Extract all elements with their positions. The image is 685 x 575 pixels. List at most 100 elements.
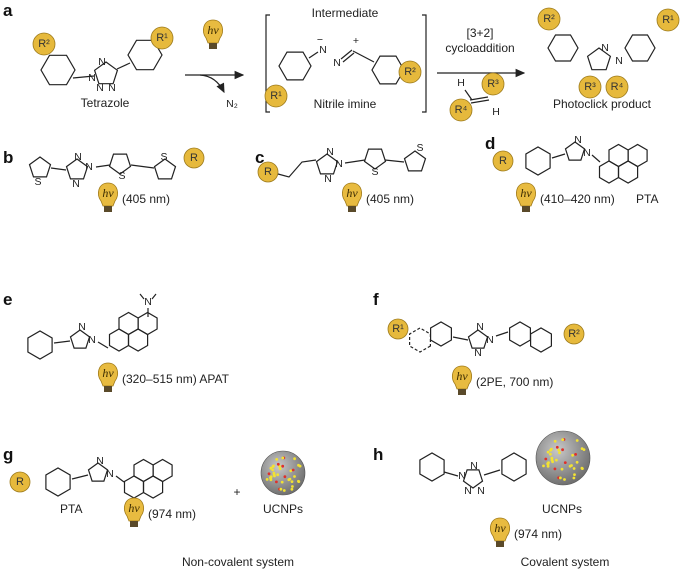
atom-n: N	[72, 178, 80, 190]
atom-h: H	[492, 106, 500, 118]
panel-g-structure: R N N PTA hν (974 nm) + UCNPs Non-covale…	[9, 450, 306, 569]
bond	[71, 474, 89, 480]
thiophene-ring	[28, 156, 52, 178]
dopant-dot	[561, 438, 565, 441]
atom-n: N	[144, 296, 152, 308]
aromatic-ring	[627, 143, 648, 168]
bulb-base	[348, 206, 356, 212]
atom-n: N	[108, 82, 116, 94]
light-bulb-icon: hν	[97, 362, 119, 392]
dopant-dot	[281, 456, 285, 460]
bulb-base	[458, 389, 466, 395]
r2-group: R²	[563, 323, 585, 345]
light-bulb-icon: hν	[515, 182, 537, 212]
r-label: R²	[568, 328, 580, 340]
dopant-dot	[571, 453, 574, 457]
nitrile-imine-label: Nitrile imine	[314, 97, 377, 111]
atom-n: N	[98, 56, 106, 68]
r-label: R	[16, 476, 24, 488]
bond	[352, 50, 375, 63]
tetrazole-label: Tetrazole	[81, 96, 130, 110]
bond	[344, 159, 366, 164]
bond	[340, 49, 353, 60]
bond	[443, 471, 459, 477]
naphthalene-ring	[409, 327, 431, 353]
r-label: R³	[584, 81, 596, 93]
product-label: Photoclick product	[553, 97, 652, 111]
atom-n: N	[96, 82, 104, 94]
charge-minus: −	[317, 34, 323, 46]
bulb-base	[104, 206, 112, 212]
n2-label: N₂	[226, 98, 238, 110]
atom-n: N	[88, 334, 96, 346]
dopant-dot	[297, 463, 300, 467]
vinyl-linker	[277, 159, 317, 178]
atom-n: N	[458, 470, 466, 482]
dopant-dot	[275, 458, 279, 461]
methyl-groups	[139, 293, 157, 300]
r1-group: R¹	[387, 318, 409, 340]
atom-n: N	[476, 321, 484, 333]
wavelength-label: (410–420 nm)	[540, 192, 615, 206]
aromatic-ring	[152, 458, 173, 483]
cycloaddition-label-2: cycloaddition	[445, 41, 514, 55]
r-label: R¹	[156, 32, 168, 44]
tetrazole-ring	[564, 141, 586, 161]
r2-group: R²	[398, 60, 422, 84]
r-label: R⁴	[455, 104, 468, 116]
light-bulb-icon: hν	[97, 182, 119, 212]
r-label: R¹	[270, 90, 282, 102]
atom-n: N	[96, 455, 104, 467]
atom-n: N	[464, 485, 472, 497]
benzene-ring	[278, 51, 312, 81]
dopant-dot	[269, 475, 273, 479]
dopant-dot	[272, 464, 275, 468]
aromatic-ring	[118, 311, 139, 336]
atom-n: N	[106, 468, 114, 480]
atom-s: S	[371, 166, 378, 178]
dopant-dot	[542, 464, 545, 468]
dopant-dot	[276, 473, 280, 477]
dopant-dot	[575, 460, 579, 464]
dopant-dot	[282, 489, 286, 492]
bond	[116, 62, 131, 70]
dopant-dot	[560, 467, 564, 471]
pyrazoline-ring	[586, 47, 612, 71]
cycloaddition-label-1: [3+2]	[466, 26, 493, 40]
dopant-dot	[265, 478, 269, 481]
dopant-dot	[575, 439, 579, 442]
nitrile-imine-intermediate: Intermediate N − N + R¹ R² Nitrile imine	[264, 6, 427, 113]
tetrazole-ring	[93, 61, 119, 85]
r2-group: R²	[537, 7, 561, 31]
dopant-dot	[550, 458, 554, 462]
light-bulb-icon: hν	[123, 497, 145, 527]
bond	[97, 341, 109, 349]
dopant-dot	[289, 469, 293, 473]
r-group: R	[257, 161, 279, 183]
naphthalene-ring	[430, 321, 452, 347]
dopant-dot	[546, 450, 550, 454]
naphthalene-ring	[509, 321, 532, 347]
dopant-dot	[279, 487, 283, 491]
r4-group: R⁴	[449, 98, 473, 122]
atom-n: N	[477, 485, 485, 497]
dopant-dot	[549, 452, 552, 456]
thiophene-ring	[363, 148, 387, 170]
tetrazole-ring	[315, 153, 339, 175]
panel-c-structure: R N N N S S hν (405 nm)	[257, 142, 427, 212]
r-group: R	[9, 471, 31, 493]
atom-n: N	[474, 347, 482, 359]
bulb-base	[496, 541, 504, 547]
bulb-base	[104, 386, 112, 392]
double-bond	[469, 96, 489, 101]
tetrazole-ring	[87, 462, 109, 482]
ucnps-label: UCNPs	[263, 502, 303, 516]
bond	[342, 52, 355, 63]
dopant-dot	[275, 480, 278, 484]
ucnp-nanoparticle	[535, 430, 591, 486]
charge-plus: +	[353, 35, 359, 47]
atom-s: S	[416, 142, 423, 154]
dopant-dot	[297, 480, 301, 483]
wavelength-label: (2PE, 700 nm)	[476, 375, 553, 389]
atom-n: N	[324, 173, 332, 185]
